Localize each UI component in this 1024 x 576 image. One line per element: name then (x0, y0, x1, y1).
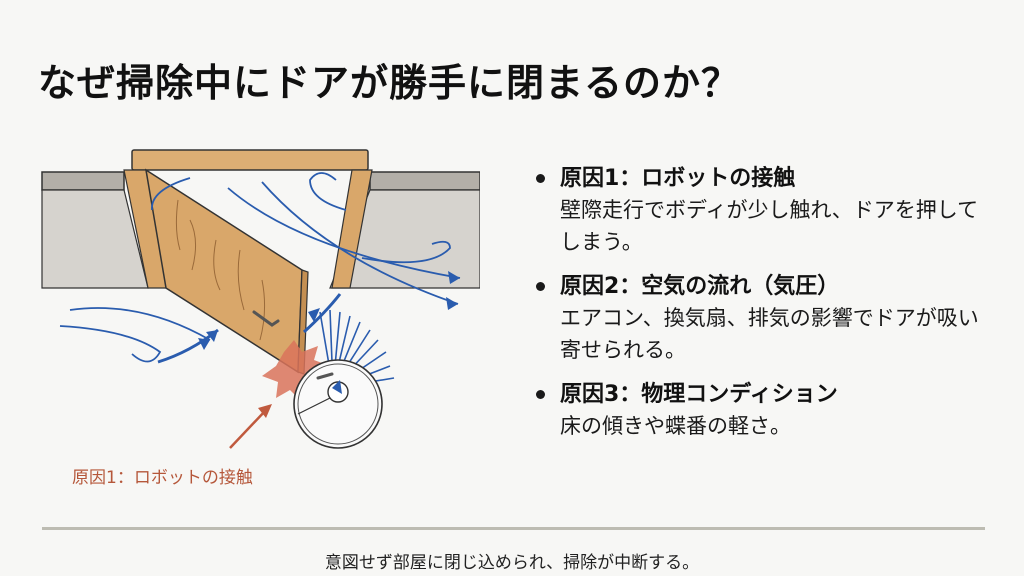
cause-item: 原因2：空気の流れ（気圧） エアコン、換気扇、排気の影響でドアが吸い寄せられる。 (536, 272, 996, 366)
cause-body: 壁際走行でボディが少し触れ、ドアを押してしまう。 (560, 198, 979, 254)
slide-title: なぜ掃除中にドアが勝手に閉まるのか？ (38, 61, 741, 105)
robot-vacuum (293, 359, 383, 449)
footer-divider (42, 527, 985, 530)
cause-heading: 原因2：空気の流れ（気圧） (560, 274, 840, 299)
causes-list: 原因1：ロボットの接触 壁際走行でボディが少し触れ、ドアを押してしまう。 原因2… (536, 164, 996, 456)
illustration-label: 原因1：ロボットの接触 (72, 468, 253, 488)
bullet-icon (536, 174, 545, 183)
cause-heading: 原因3：物理コンディション (560, 382, 838, 407)
cause-body: 床の傾きや蝶番の軽さ。 (560, 414, 791, 438)
cause-item: 原因1：ロボットの接触 壁際走行でボディが少し触れ、ドアを押してしまう。 (536, 164, 996, 258)
bullet-icon (536, 390, 545, 399)
cause-heading: 原因1：ロボットの接触 (560, 166, 796, 191)
arrowheads (198, 271, 460, 350)
contact-pointer-arrow (229, 404, 272, 449)
cause-item: 原因3：物理コンディション 床の傾きや蝶番の軽さ。 (536, 380, 996, 442)
door-illustration (40, 140, 481, 500)
bullet-icon (536, 282, 545, 291)
door-frame-top (131, 149, 369, 171)
cause-body: エアコン、換気扇、排気の影響でドアが吸い寄せられる。 (560, 306, 979, 362)
door-panel (144, 168, 309, 375)
right-jamb (331, 169, 373, 289)
airflow-arrows (59, 172, 461, 364)
footer-caption: 意図せず部屋に閉じ込められ、掃除が中断する。 (324, 553, 700, 573)
